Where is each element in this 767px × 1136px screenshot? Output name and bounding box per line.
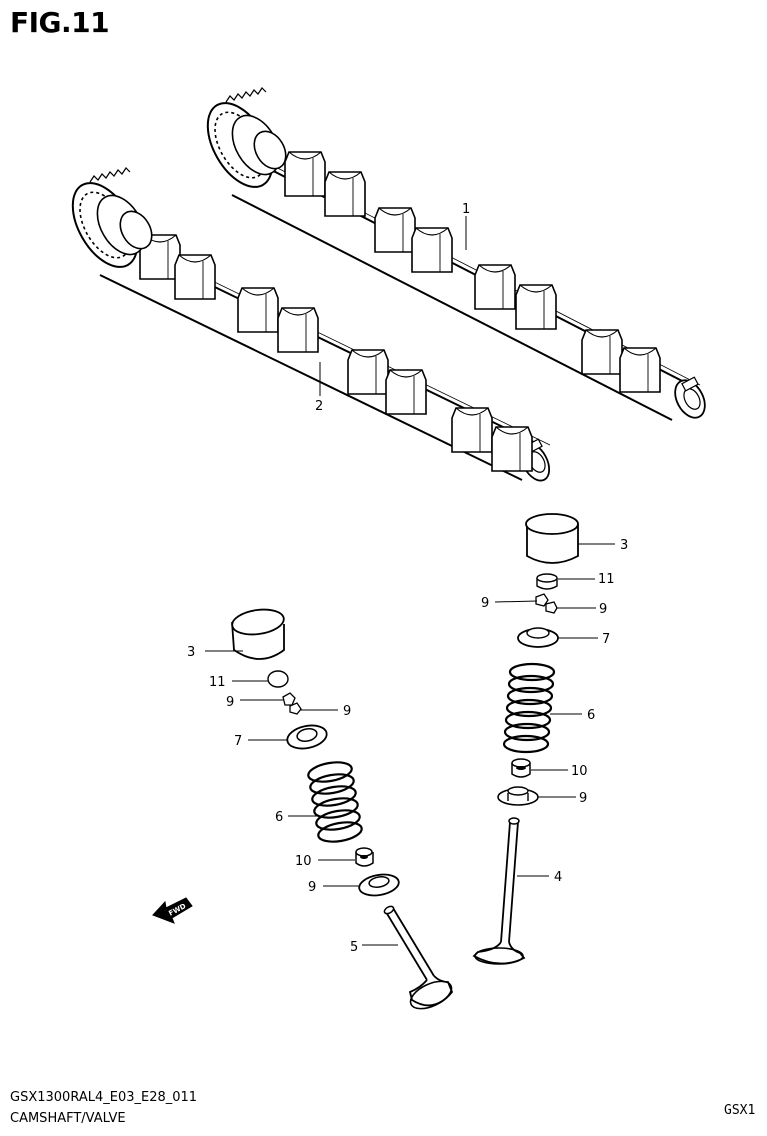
corner-model-label: GSX1 <box>724 1103 756 1118</box>
callout-camshaft-1: 1 <box>462 202 470 217</box>
valve-left <box>383 905 454 1010</box>
callout-seal-right: 10 <box>571 764 588 779</box>
callout-retainer-right: 7 <box>602 632 610 647</box>
spring-left <box>307 761 363 843</box>
callout-seal-left: 10 <box>295 854 312 869</box>
model-code: GSX1300RAL4_E03_E28_011 <box>10 1090 198 1105</box>
figure-title: FIG.11 <box>10 6 110 39</box>
callout-cotter-right-a: 9 <box>481 596 489 611</box>
callout-tappet-left: 3 <box>187 645 195 660</box>
callout-shim-right: 11 <box>598 572 615 587</box>
seal-right <box>511 758 531 778</box>
retainer-right <box>517 627 559 648</box>
valve-right <box>472 817 526 965</box>
callout-tappet-right: 3 <box>620 538 628 553</box>
cotters-left <box>282 692 302 715</box>
seat-right <box>497 786 539 806</box>
camshaft-2 <box>71 167 551 482</box>
callout-valve-right: 4 <box>554 870 562 885</box>
shim-right <box>536 573 558 590</box>
callout-spring-left: 6 <box>275 810 283 825</box>
fwd-label: FWD <box>167 902 187 918</box>
retainer-left <box>286 724 328 750</box>
seat-left <box>358 873 400 897</box>
diagram-caption: CAMSHAFT/VALVE <box>10 1111 126 1126</box>
shim-left <box>267 670 289 688</box>
callout-cotter-left-b: 9 <box>343 704 351 719</box>
tappet-left <box>231 608 285 660</box>
cotters-right <box>535 593 558 614</box>
callout-spring-right: 6 <box>587 708 595 723</box>
callout-cotter-left-a: 9 <box>226 695 234 710</box>
spring-right <box>502 662 556 754</box>
callout-shim-left: 11 <box>209 675 226 690</box>
camshaft-1 <box>206 87 706 421</box>
seal-left <box>355 847 374 867</box>
tappet-right <box>525 513 579 564</box>
callout-retainer-left: 7 <box>234 734 242 749</box>
callout-cotter-right-b: 9 <box>599 602 607 617</box>
callout-valve-left: 5 <box>350 940 358 955</box>
callout-camshaft-2: 2 <box>315 399 323 414</box>
fwd-arrow: FWD <box>152 897 193 924</box>
callout-seat-right: 9 <box>579 791 587 806</box>
callout-seat-left: 9 <box>308 880 316 895</box>
